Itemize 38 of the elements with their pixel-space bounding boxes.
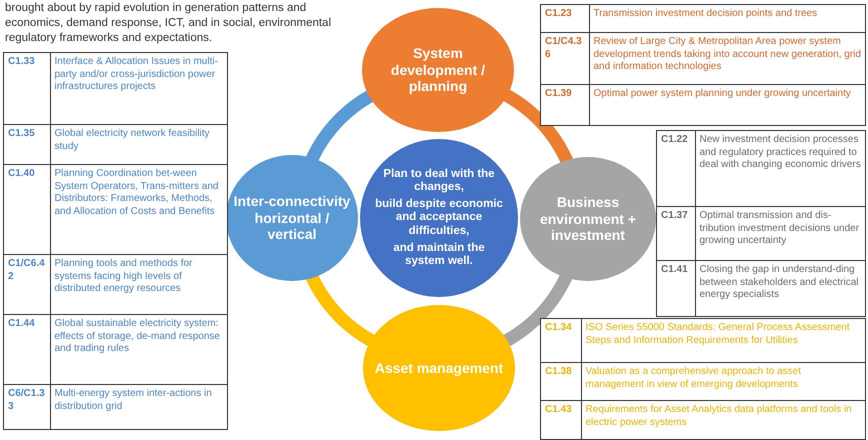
study-title: Optimal power system planning under growing uncertainty <box>588 84 866 126</box>
intro-text: brought about by rapid evolution in generation patterns and economics, demand response, ICT, and in social, environmental regulatory frameworks and expectations. <box>5 1 332 46</box>
study-title: Global electricity network feasibility study <box>50 124 228 166</box>
mission-text: build despite economic and acceptance difficulties, <box>374 198 504 238</box>
mission-text: and maintain the system well. <box>392 242 486 268</box>
study-code: C1.37 <box>656 206 696 262</box>
study-code: C1.44 <box>3 314 51 386</box>
study-code: C1.22 <box>656 130 696 208</box>
study-title: Planning Coordination bet-ween System Operators, Trans-mitters and Distributors: Frameworks, Methods, and Allocation of Costs and Benefits <box>50 164 228 256</box>
study-title: Optimal transmission and dis-tribution investment decisions under growing uncertainty <box>694 206 866 262</box>
study-code: C6/C1.33 <box>3 384 51 430</box>
study-title: Multi-energy system inter-actions in distribution grid <box>50 384 228 430</box>
mission-text: Plan to deal with the changes, <box>382 168 496 194</box>
study-title: Planning tools and methods for systems facing high levels of distributed energy resources <box>50 254 228 316</box>
study-code: C1.43 <box>540 400 582 440</box>
study-title: Global sustainable electricity system: effects of storage, de-mand response and trading rules <box>50 314 228 386</box>
study-code: C1.41 <box>656 260 696 316</box>
study-title: Interface & Allocation Issues in multi-party and/or cross-jurisdiction power infrastructures projects <box>50 52 228 126</box>
study-title: Closing the gap in understand-ding between stakeholders and electrical energy specialists <box>694 260 866 316</box>
study-code: C1/C6.42 <box>3 254 51 316</box>
study-code: C1.38 <box>540 362 582 402</box>
study-code: C1.34 <box>540 318 582 364</box>
study-title: Transmission investment decision points and trees <box>588 4 866 34</box>
topic-label: Asset management <box>374 360 504 376</box>
study-code: C1/C4.36 <box>540 32 590 86</box>
study-title: Requirements for Asset Analytics data platforms and tools in electric power systems <box>580 400 866 440</box>
study-title: New investment decision processes and regulatory practices required to deal with changing economic drivers <box>694 130 866 208</box>
study-code: C1.40 <box>3 164 51 256</box>
study-title: ISO Series 55000 Standards: General Process Assessment Steps and Information Requirements for Utilities <box>580 318 866 364</box>
study-code: C1.35 <box>3 124 51 166</box>
topic-label: Business environment + investment <box>538 194 638 244</box>
study-title: Review of Large City & Metropolitan Area power system development trends taking into account new generation, grid and information technologies <box>588 32 866 86</box>
study-code: C1.33 <box>3 52 51 126</box>
study-code: C1.23 <box>540 4 590 34</box>
topic-label: Inter-connectivity horizontal / vertical <box>232 192 352 244</box>
topic-label: System development / planning <box>390 44 486 96</box>
study-code: C1.39 <box>540 84 590 126</box>
study-title: Valuation as a comprehensive approach to asset management in view of emerging developments <box>580 362 866 402</box>
